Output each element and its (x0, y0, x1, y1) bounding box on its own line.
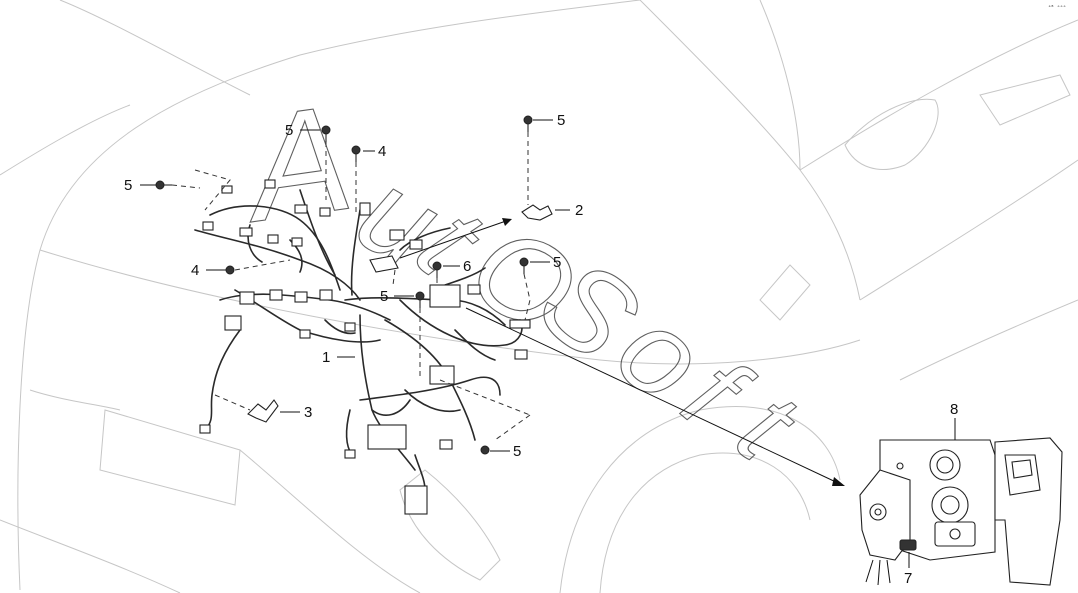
watermark: A u t O S o f t (230, 72, 822, 486)
callout-4b: 4 (191, 262, 199, 279)
bolt-icon (321, 125, 331, 142)
callout-5a: 5 (285, 122, 293, 139)
dashed-guides (171, 132, 531, 441)
bracket-part-3 (247, 399, 279, 423)
harness-connectors (199, 179, 531, 515)
pointer-arrows (399, 218, 845, 486)
fuse-box-detail (859, 418, 1063, 586)
callout-4a: 4 (378, 143, 386, 160)
bracket-part-2 (521, 204, 553, 221)
callout-5d: 5 (553, 254, 561, 271)
callout-6: 6 (463, 258, 471, 275)
callout-2: 2 (575, 202, 583, 219)
fuse-part-7 (899, 539, 917, 551)
clip-part-6 (369, 255, 399, 273)
callout-7: 7 (904, 570, 912, 587)
callout-5c: 5 (557, 112, 565, 129)
bolt-icon (480, 445, 490, 455)
callout-leaders (140, 119, 570, 452)
callout-8: 8 (950, 401, 958, 418)
callout-3: 3 (304, 404, 312, 421)
callout-5f: 5 (513, 443, 521, 460)
bolt-icon (519, 257, 529, 274)
bolts (155, 115, 533, 455)
callout-1: 1 (322, 349, 330, 366)
callout-5e: 5 (380, 288, 388, 305)
corner-code: ᵃᴮ ᵒᵒᵒ (1048, 5, 1066, 11)
callout-5b: 5 (124, 177, 132, 194)
bolt-icon (523, 115, 533, 132)
bolt-icon (351, 145, 361, 162)
bolt-icon (432, 261, 442, 278)
bolt-icon (225, 265, 235, 275)
callout-labels: 1 2 3 4 4 5 5 5 5 5 5 6 7 8 (124, 112, 958, 587)
bolt-icon (155, 180, 172, 190)
bolt-icon (415, 291, 425, 308)
